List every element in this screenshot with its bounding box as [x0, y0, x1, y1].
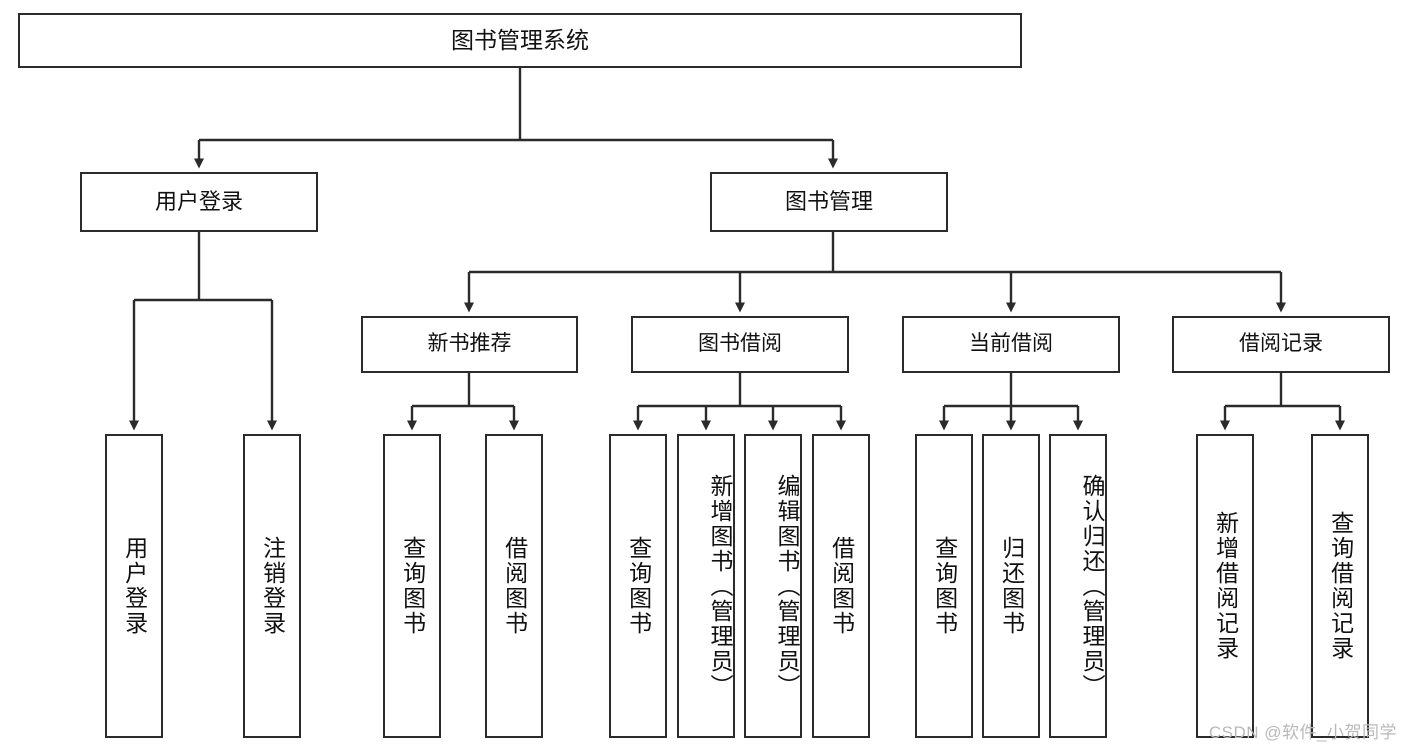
leaf-cb-return-book-label: 归还图书: [998, 536, 1025, 636]
leaf-bb-query-book[interactable]: 查询图书: [609, 434, 667, 738]
csdn-watermark: CSDN @软件_小贺同学: [1208, 723, 1397, 742]
leaf-bb-add-book[interactable]: 新增图书（管理员）: [677, 434, 735, 738]
node-book-manage-label: 图书管理: [784, 189, 873, 215]
node-borrow-record-label: 借阅记录: [1239, 332, 1323, 356]
node-borrow-record[interactable]: 借阅记录: [1172, 316, 1390, 373]
node-new-book-recommend-label: 新书推荐: [427, 332, 512, 356]
leaf-logout[interactable]: 注销登录: [243, 434, 301, 738]
leaf-user-login-label: 用户登录: [121, 536, 148, 636]
leaf-nb-borrow-book-label: 借阅图书: [501, 536, 528, 636]
leaf-bb-add-book-label: 新增图书（管理员）: [707, 473, 733, 699]
leaf-cb-query-book[interactable]: 查询图书: [915, 434, 973, 738]
node-user-login[interactable]: 用户登录: [80, 172, 318, 232]
leaf-br-add-record[interactable]: 新增借阅记录: [1196, 434, 1254, 738]
leaf-bb-borrow-book-label: 借阅图书: [828, 536, 855, 636]
node-current-borrow-label: 当前借阅: [969, 332, 1053, 356]
leaf-bb-borrow-book[interactable]: 借阅图书: [812, 434, 870, 738]
node-current-borrow[interactable]: 当前借阅: [902, 316, 1120, 373]
node-book-borrow[interactable]: 图书借阅: [631, 316, 849, 373]
leaf-nb-borrow-book[interactable]: 借阅图书: [485, 434, 543, 738]
leaf-br-query-record[interactable]: 查询借阅记录: [1311, 434, 1369, 738]
node-new-book-recommend[interactable]: 新书推荐: [361, 316, 578, 373]
node-user-login-label: 用户登录: [154, 189, 243, 215]
leaf-br-query-record-label: 查询借阅记录: [1327, 511, 1354, 661]
leaf-nb-query-book-label: 查询图书: [399, 536, 426, 636]
node-book-manage[interactable]: 图书管理: [710, 172, 948, 232]
leaf-bb-edit-book-label: 编辑图书（管理员）: [774, 473, 800, 699]
leaf-bb-query-book-label: 查询图书: [625, 536, 652, 636]
leaf-cb-confirm-return-label: 确认归还（管理员）: [1079, 473, 1105, 699]
node-root-label: 图书管理系统: [451, 26, 589, 53]
node-root[interactable]: 图书管理系统: [18, 13, 1022, 68]
leaf-logout-label: 注销登录: [259, 536, 286, 636]
node-book-borrow-label: 图书借阅: [698, 332, 782, 356]
leaf-bb-edit-book[interactable]: 编辑图书（管理员）: [744, 434, 802, 738]
leaf-user-login[interactable]: 用户登录: [105, 434, 163, 738]
leaf-cb-confirm-return[interactable]: 确认归还（管理员）: [1049, 434, 1107, 738]
leaf-nb-query-book[interactable]: 查询图书: [383, 434, 441, 738]
leaf-br-add-record-label: 新增借阅记录: [1212, 511, 1239, 661]
leaf-cb-query-book-label: 查询图书: [931, 536, 958, 636]
leaf-cb-return-book[interactable]: 归还图书: [982, 434, 1040, 738]
